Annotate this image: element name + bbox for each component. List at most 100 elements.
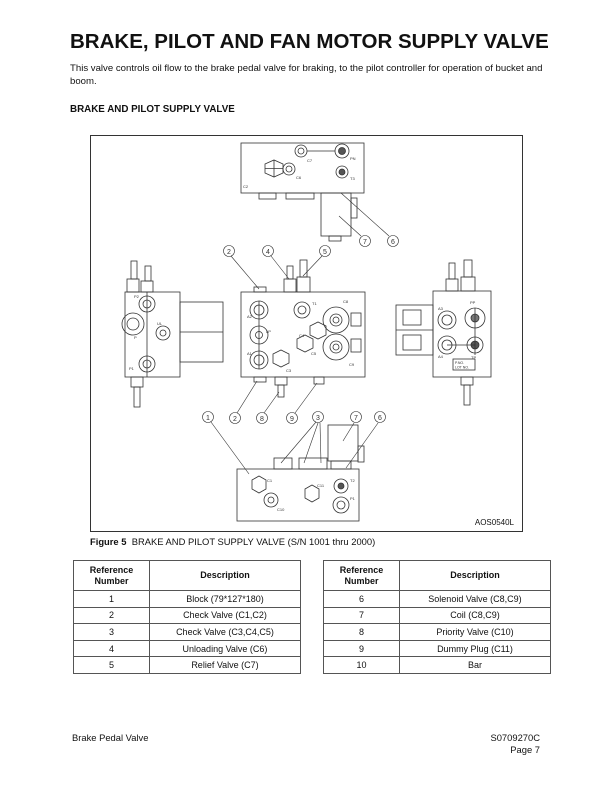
port-label-a2: A2 <box>247 314 253 319</box>
port-label-a3: A3 <box>438 306 444 311</box>
port-label-t1: T1 <box>312 301 317 306</box>
bottom-port-c10 <box>263 492 279 508</box>
callout-4 <box>262 245 274 257</box>
port-label-p2: P2 <box>134 294 140 299</box>
bottom-coil <box>327 424 359 462</box>
callout-6a <box>387 235 399 247</box>
ref-cell: 7 <box>323 606 400 625</box>
port-label-pn: PN <box>350 156 356 161</box>
page-title: BRAKE, PILOT AND FAN MOTOR SUPPLY VALVE <box>70 30 549 53</box>
svg-text:2: 2 <box>233 416 237 423</box>
footer-left: Brake Pedal Valve <box>72 732 149 743</box>
port-label-c11: C11 <box>317 483 325 488</box>
center-solenoid-c9 <box>322 333 350 361</box>
svg-text:2: 2 <box>227 249 231 256</box>
svg-text:9: 9 <box>290 416 294 423</box>
bottom-view: C1 C11 T2 P1 C10 <box>236 424 365 522</box>
desc-cell: Check Valve (C1,C2) <box>149 606 301 625</box>
port-label-c8: C8 <box>343 299 349 304</box>
port-label-p1: P1 <box>129 366 135 371</box>
ref-cell: 2 <box>73 606 150 625</box>
port-label-p: P <box>134 335 137 340</box>
desc-cell: Bar <box>399 656 551 674</box>
desc-cell: Unloading Valve (C6) <box>149 639 301 658</box>
desc-cell: Solenoid Valve (C8,C9) <box>399 590 551 608</box>
svg-text:4: 4 <box>266 249 270 256</box>
valve-drawing: C2 C7 C6 PN T3 A2 T1 C8 <box>121 142 492 522</box>
port-label-a4: A4 <box>438 354 444 359</box>
section-heading: BRAKE AND PILOT SUPPLY VALVE <box>70 104 235 115</box>
callout-6b <box>374 411 386 423</box>
ref-cell: 5 <box>73 656 150 674</box>
center-plug-c3 <box>272 349 290 368</box>
callout-2a <box>223 245 235 257</box>
desc-cell: Coil (C8,C9) <box>399 606 551 625</box>
ref-cell: 4 <box>73 639 150 658</box>
caption-label: Figure 5 <box>90 536 127 547</box>
port-label-c9: C9 <box>349 362 355 367</box>
intro-paragraph: This valve controls oil flow to the brak… <box>70 63 543 87</box>
port-label-c6: C6 <box>296 175 302 180</box>
doc-number: S0709270C <box>490 732 540 743</box>
figure-caption: Figure 5 BRAKE AND PILOT SUPPLY VALVE (S… <box>90 536 375 547</box>
desc-cell: Block (79*127*180) <box>149 590 301 608</box>
callout-3 <box>312 411 324 423</box>
svg-text:7: 7 <box>363 239 367 246</box>
right-nameplate <box>452 358 476 371</box>
top-port-c7 <box>294 144 308 158</box>
desc-cell: Priority Valve (C10) <box>399 623 551 641</box>
top-view: C2 C7 C6 PN T3 <box>240 142 365 242</box>
svg-text:5: 5 <box>323 249 327 256</box>
desc-cell: Dummy Plug (C11) <box>399 639 551 658</box>
top-port-t3 <box>335 165 349 179</box>
callout-9 <box>286 412 298 424</box>
right-view: A3 PP A4 TP P.NO. LOT NO. <box>395 259 492 406</box>
bottom-port-t2 <box>333 478 349 494</box>
svg-text:8: 8 <box>260 416 264 423</box>
center-solenoid-c8 <box>322 306 350 334</box>
center-view: A2 T1 C8 LP C4 C5 A1 C3 C9 <box>240 259 366 398</box>
callouts-bottom: 1 2 8 9 3 7 6 <box>202 380 386 475</box>
svg-text:3: 3 <box>316 415 320 422</box>
port-label-c3: C3 <box>286 368 292 373</box>
left-port-p2 <box>138 295 156 313</box>
port-label-c10: C10 <box>277 507 285 512</box>
svg-text:7: 7 <box>354 415 358 422</box>
port-label-c2: C2 <box>243 184 249 189</box>
header-description: Description <box>149 560 301 591</box>
left-port-ul <box>155 325 171 341</box>
left-port-p <box>121 312 145 336</box>
svg-text:1: 1 <box>206 415 210 422</box>
header-description: Description <box>399 560 551 591</box>
center-plug-c5 <box>296 334 314 353</box>
top-coil <box>320 192 352 237</box>
footer-right: S0709270C Page 7 <box>490 732 540 756</box>
figure-drawing: C2 C7 C6 PN T3 A2 T1 C8 <box>90 135 523 532</box>
port-label-t2: T2 <box>350 478 355 483</box>
caption-text: BRAKE AND PILOT SUPPLY VALVE (S/N 1001 t… <box>131 536 376 547</box>
port-label-ul: UL <box>157 321 163 326</box>
port-label-c1: C1 <box>267 478 273 483</box>
svg-text:6: 6 <box>391 239 395 246</box>
center-port-t1 <box>293 301 311 319</box>
plate-pno: P.NO. <box>455 361 464 365</box>
port-label-t3: T3 <box>350 176 355 181</box>
ref-cell: 10 <box>323 656 400 674</box>
ref-cell: 1 <box>73 590 150 608</box>
callout-1 <box>202 411 214 423</box>
bottom-view-block <box>236 468 360 522</box>
callout-5 <box>319 245 331 257</box>
port-label-c5: C5 <box>311 351 317 356</box>
desc-cell: Relief Valve (C7) <box>149 656 301 674</box>
left-port-p1 <box>138 355 156 373</box>
top-port-c6 <box>282 162 296 176</box>
